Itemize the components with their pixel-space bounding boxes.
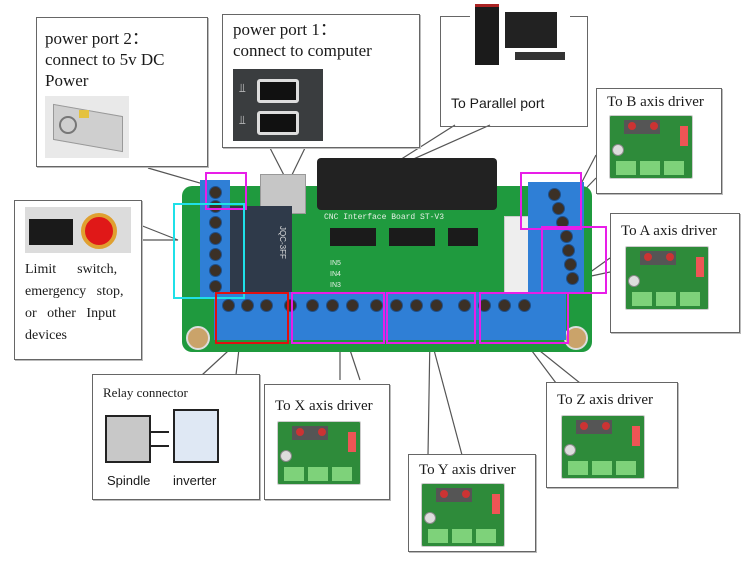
usb-icon: ⫫ [239, 113, 246, 127]
spindle-image [105, 415, 151, 463]
callout-x-axis: To X axis driver [264, 384, 390, 500]
screw [209, 216, 222, 229]
board-silkscreen: CNC Interface Board ST-V3 [324, 213, 445, 222]
screw [548, 188, 561, 201]
power-supply-image [45, 96, 129, 158]
screw [306, 299, 319, 312]
callout-parallel-port-label: To Parallel port [451, 95, 545, 111]
screw [390, 299, 403, 312]
screw [430, 299, 443, 312]
terminal-block-bottom [214, 292, 566, 340]
highlight-relay [215, 292, 289, 344]
stepper-driver-image [625, 246, 709, 310]
screw [552, 202, 565, 215]
screw [241, 299, 254, 312]
screw [560, 230, 573, 243]
limit-switch-estop-image [25, 207, 131, 253]
usb-icon: ⫫ [239, 81, 246, 95]
callout-z-axis: To Z axis driver [546, 382, 678, 488]
callout-parallel-port: To Parallel port [440, 4, 588, 127]
limit-switch-icon [29, 219, 73, 245]
usb-ports-image: ⫫ ⫫ [233, 69, 323, 141]
relay [230, 206, 292, 294]
highlight-y-axis [386, 292, 476, 344]
screw [326, 299, 339, 312]
screw [498, 299, 511, 312]
screw [518, 299, 531, 312]
emergency-stop-icon [81, 213, 117, 249]
screw [478, 299, 491, 312]
input-label: IN5 [330, 260, 341, 267]
highlight-b-axis [520, 172, 582, 230]
mounting-hole [186, 326, 210, 350]
callout-a-axis-label: To A axis driver [621, 223, 718, 239]
callout-x-axis-label: To X axis driver [275, 398, 373, 414]
callout-relay: Relay connector Spindle inverter [92, 374, 260, 500]
callout-b-axis: To B axis driver [596, 88, 722, 194]
callout-inputs: Limit switch, emergency stop, or other I… [14, 200, 142, 360]
highlight-power-port-2 [205, 172, 247, 210]
callout-a-axis: To A axis driver [610, 213, 740, 333]
stepper-driver-image [609, 115, 693, 179]
wire-connector-icon [151, 431, 169, 447]
callout-power-port-2-text: power port 2： connect to 5v DC Power [45, 29, 165, 90]
screw [566, 272, 579, 285]
ic-chip-3 [448, 228, 478, 246]
inverter-image [173, 409, 219, 463]
callout-b-axis-label: To B axis driver [607, 94, 704, 110]
highlight-a-axis [541, 226, 607, 294]
screw [564, 258, 577, 271]
screw [260, 299, 273, 312]
screw [209, 232, 222, 245]
screw [209, 264, 222, 277]
callout-y-axis: To Y axis driver [408, 454, 536, 552]
callout-inputs-text: Limit switch, emergency stop, or other I… [25, 262, 124, 343]
screw [410, 299, 423, 312]
callout-relay-label: Relay connector [103, 385, 188, 400]
callout-power-port-1: power port 1： connect to computer ⫫ ⫫ [222, 14, 420, 148]
db25-parallel-connector [317, 158, 497, 210]
stepper-driver-image [421, 483, 505, 547]
screw [562, 244, 575, 257]
desktop-computer-image [475, 4, 569, 66]
ic-chip-1 [330, 228, 376, 246]
stepper-driver-image [277, 421, 361, 485]
callout-power-port-2: power port 2： connect to 5v DC Power [36, 17, 208, 167]
screw [458, 299, 471, 312]
highlight-inputs [173, 203, 245, 299]
screw [222, 299, 235, 312]
stepper-driver-image [561, 415, 645, 479]
screw [209, 248, 222, 261]
callout-power-port-1-text: power port 1： connect to computer [233, 20, 372, 60]
leader-y-axis [427, 334, 463, 456]
screw [370, 299, 383, 312]
screw [346, 299, 359, 312]
highlight-z-axis [479, 292, 569, 344]
inverter-label: inverter [173, 473, 217, 488]
relay-label: JQC-3FF [278, 226, 287, 259]
terminal-block-right [528, 182, 584, 294]
input-label-list: IN5 IN4 IN3 [330, 258, 341, 291]
input-label: IN4 [330, 271, 341, 278]
spindle-label: Spindle [107, 473, 151, 488]
screw [209, 186, 222, 199]
callout-z-axis-label: To Z axis driver [557, 392, 654, 408]
highlight-x-axis [291, 292, 385, 344]
ic-chip-2 [389, 228, 435, 246]
callout-y-axis-label: To Y axis driver [419, 462, 516, 478]
input-label: IN3 [330, 282, 341, 289]
